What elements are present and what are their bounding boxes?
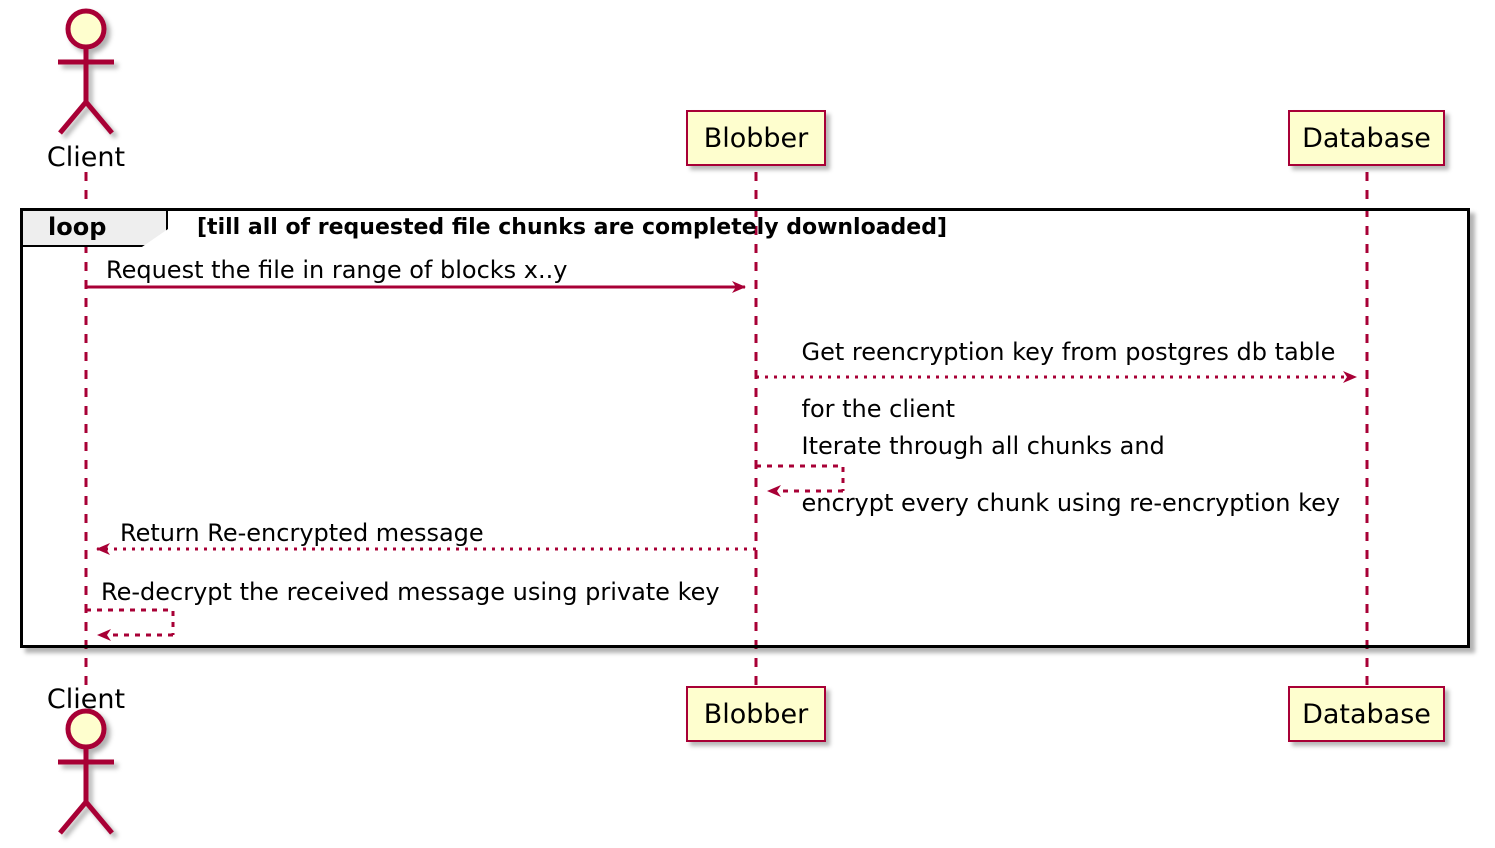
participant-box-database-bottom[interactable]: Database (1288, 686, 1445, 742)
actor-client-bottom (58, 708, 114, 835)
message-line-2: encrypt every chunk using re-encryption … (801, 488, 1341, 517)
message-arrow-iterate-chunks (756, 464, 845, 497)
message-label-redecrypt-message: Re-decrypt the received message using pr… (101, 578, 720, 606)
participant-label-blobber-bottom: Blobber (703, 698, 809, 730)
participant-label-client-bottom: Client (46, 684, 126, 715)
participant-label-database-top: Database (1302, 122, 1431, 154)
message-arrow-redecrypt-message (86, 608, 175, 641)
loop-fragment (20, 208, 1470, 648)
message-label-request-file: Request the file in range of blocks x..y (106, 256, 568, 284)
participant-box-blobber-top[interactable]: Blobber (686, 110, 826, 166)
loop-fragment-label: loop (48, 213, 107, 241)
lifelines (84, 172, 1369, 688)
message-label-return-reencrypted: Return Re-encrypted message (120, 519, 484, 547)
loop-fragment-tab (23, 211, 168, 247)
participant-label-blobber-top: Blobber (703, 122, 809, 154)
message-label-get-reencryption-key: Get reencryption key from postgres db ta… (771, 310, 1336, 452)
actor-client-top (58, 8, 114, 135)
participant-label-database-bottom: Database (1302, 698, 1431, 730)
message-label-iterate-chunks: Iterate through all chunks and encrypt e… (771, 404, 1341, 546)
message-line-2: for the client (801, 394, 956, 423)
message-line-1: Get reencryption key from postgres db ta… (801, 338, 1336, 367)
participant-box-blobber-bottom[interactable]: Blobber (686, 686, 826, 742)
participant-label-client-top: Client (46, 142, 126, 173)
loop-fragment-condition: [till all of requested file chunks are c… (197, 215, 948, 240)
message-line-1: Iterate through all chunks and (801, 432, 1165, 461)
participant-box-database-top[interactable]: Database (1288, 110, 1445, 166)
